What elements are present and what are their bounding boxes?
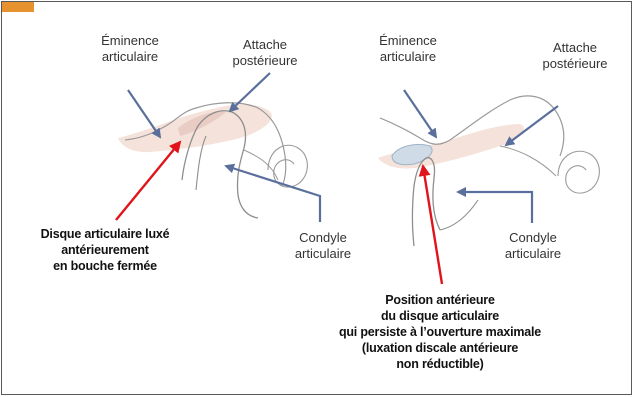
right-joint-drawing (378, 96, 599, 246)
right-ear-loop (558, 151, 599, 193)
right-posterior-line (500, 146, 556, 176)
left-joint-drawing (118, 103, 307, 218)
right-condyle-arrow (458, 192, 532, 223)
left-eminence-arrow (128, 90, 160, 137)
right-disc-caption: Position antérieure du disque articulair… (320, 292, 560, 372)
left-disc-red-arrow (116, 142, 180, 220)
right-disc-red-arrow (423, 166, 442, 284)
right-ramus (440, 200, 478, 230)
left-posterior-line (244, 150, 278, 180)
left-disc-caption: Disque articulaire luxé antérieurement e… (10, 226, 200, 274)
right-eminence-arrow (404, 90, 436, 137)
right-condyle (413, 158, 441, 246)
